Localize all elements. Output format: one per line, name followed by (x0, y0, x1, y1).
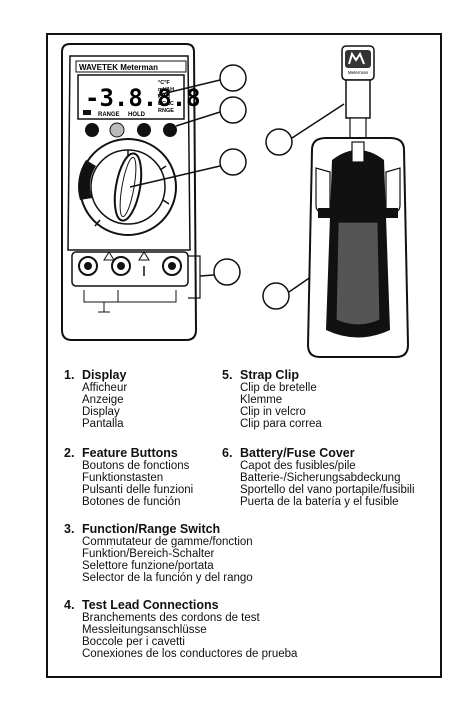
legend-item-2: 2. Feature Buttons Boutons de fonctions F… (64, 446, 193, 508)
hold-label: HOLD (128, 112, 146, 118)
multimeter-back: Meterman (306, 45, 410, 358)
legend-item-5: 5. Strap Clip Clip de bretelle Klemme Cli… (222, 368, 322, 430)
item-number: 1. (64, 368, 75, 382)
translation-line: Commutateur de gamme/fonction (82, 536, 253, 548)
translation-line: Capot des fusibles/pile (240, 460, 356, 472)
translation-line: Clip para correa (240, 418, 322, 430)
lcd-unit: RNGE (158, 108, 174, 114)
item-title: Strap Clip (240, 368, 300, 382)
meterman-logo-icon (348, 51, 365, 65)
translation-line: Selettore funzione/portata (82, 560, 214, 572)
item-title: Battery/Fuse Cover (240, 446, 355, 460)
item-title: Test Lead Connections (82, 598, 219, 612)
translation-line: Boutons de fonctions (82, 460, 190, 472)
translation-line: Puerta de la batería y el fusible (240, 496, 399, 508)
translation-line: Afficheur (82, 382, 128, 394)
item-number: 6. (222, 446, 233, 460)
battery-fuse-cover (335, 221, 381, 326)
item-title: Display (82, 368, 127, 382)
warning-icon (103, 251, 115, 261)
warning-icon (138, 251, 150, 261)
translation-line: Funktion/Bereich-Schalter (82, 548, 215, 560)
lcd-unit: kMΩ (158, 94, 171, 100)
item-number: 4. (64, 598, 75, 612)
range-label: RANGE (98, 112, 120, 118)
translation-line: Batterie-/Sicherungsabdeckung (240, 472, 401, 484)
multimeter-illustration: WAVETEK Meterman -3.8.8.8 °C°F mVAH kMΩ … (61, 43, 410, 358)
lcd-unit: DCAC (158, 101, 174, 107)
page-frame (46, 33, 442, 678)
translation-line: Conexiones de los conductores de prueba (82, 648, 298, 660)
legend-item-1: 1. Display Afficheur Anzeige Display Pant… (64, 368, 127, 430)
translation-line: Klemme (240, 394, 283, 406)
translation-line: Clip in velcro (240, 406, 306, 418)
lcd-unit: mVAH (158, 87, 174, 93)
feature-button[interactable] (163, 123, 177, 137)
translation-line: Selector de la función y del rango (82, 572, 253, 584)
item-number: 3. (64, 522, 75, 536)
translation-line: Pulsanti delle funzioni (82, 484, 194, 496)
strap-logo-text: Meterman (348, 70, 369, 75)
callout-circles (129, 64, 345, 310)
legend-item-6: 6. Battery/Fuse Cover Capot des fusibles/… (222, 446, 415, 508)
lcd-unit: °C°F (158, 80, 170, 86)
feature-button[interactable] (137, 123, 151, 137)
legend-item-4: 4. Test Lead Connections Branchements des… (64, 598, 297, 660)
lcd-display (77, 74, 185, 120)
translation-line: Pantalla (82, 418, 124, 430)
translation-line: Clip de bretelle (240, 382, 317, 394)
translation-line: Display (82, 406, 120, 418)
translation-line: Messleitungsanschlüsse (82, 624, 207, 636)
feature-button[interactable] (109, 122, 125, 138)
translation-line: Funktionstasten (82, 472, 164, 484)
translation-line: Anzeige (82, 394, 124, 406)
item-number: 2. (64, 446, 75, 460)
translation-line: Boccole per i cavetti (82, 636, 185, 648)
translation-line: Branchements des cordons de test (82, 612, 260, 624)
translation-line: Botones de función (82, 496, 181, 508)
feature-button[interactable] (85, 123, 99, 137)
item-title: Function/Range Switch (82, 522, 221, 536)
translation-line: Sportello del vano portapile/fusibili (240, 484, 415, 496)
function-range-switch[interactable] (78, 138, 177, 236)
brand-label: WAVETEK Meterman (79, 63, 158, 72)
legend-item-3: 3. Function/Range Switch Commutateur de g… (64, 522, 253, 584)
item-number: 5. (222, 368, 233, 382)
multimeter-front: WAVETEK Meterman -3.8.8.8 °C°F mVAH kMΩ … (61, 43, 201, 341)
item-title: Feature Buttons (82, 446, 178, 460)
